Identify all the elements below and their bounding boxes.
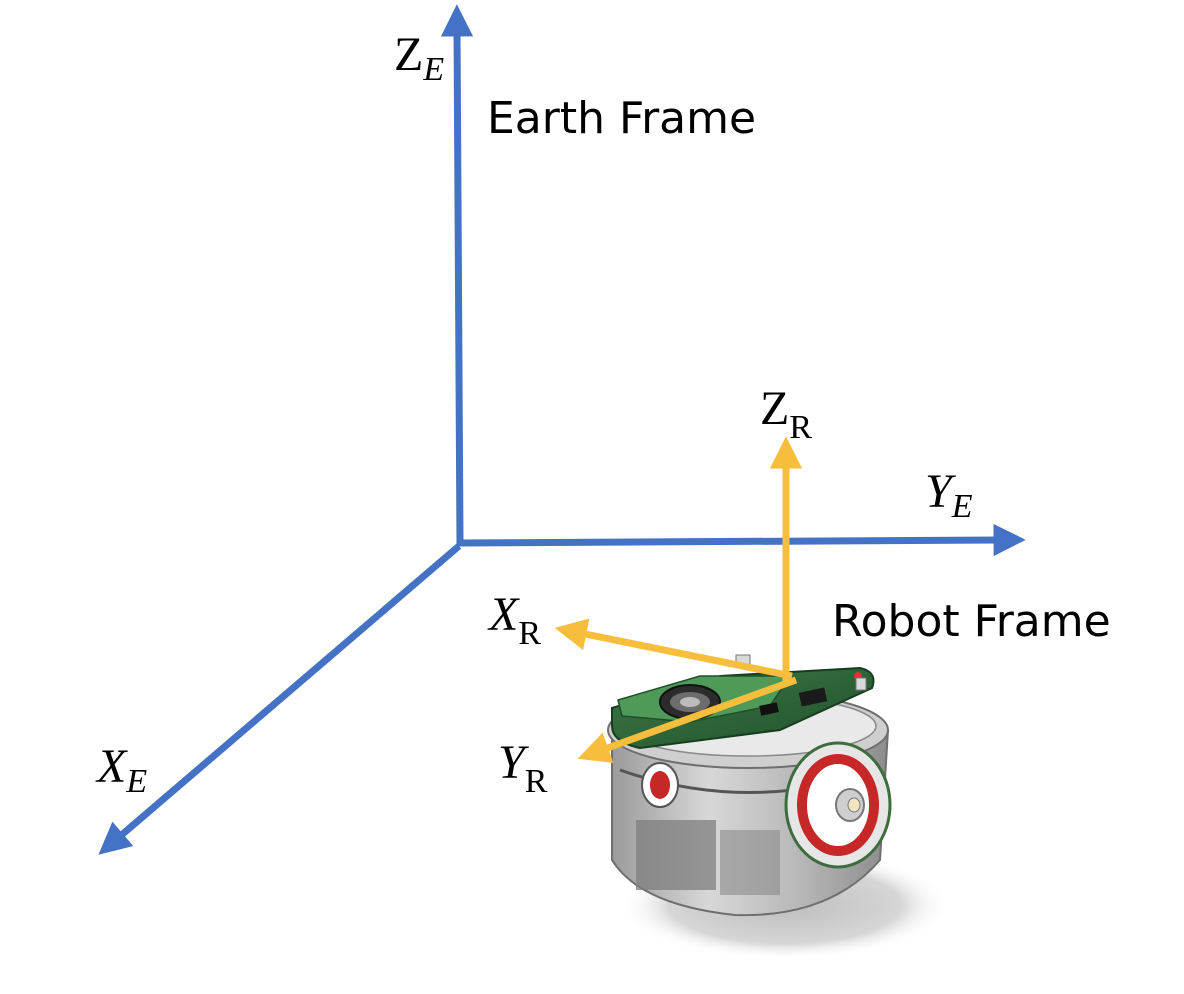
earth-frame-axes [98, 4, 1026, 855]
robot-z-label: ZR [760, 382, 812, 446]
earth-y-axis [456, 523, 1026, 557]
robot-y-axis [577, 676, 798, 763]
robot-x-label: XR [487, 588, 541, 652]
robot-frame-title: Robot Frame [832, 596, 1111, 647]
earth-z-axis [440, 4, 474, 546]
earth-z-label: ZE [394, 28, 444, 88]
earth-x-axis [98, 543, 462, 855]
earth-x-label: XE [95, 740, 147, 800]
robot-frame-axes [554, 436, 803, 763]
e-puck-robot-icon [607, 654, 950, 960]
robot-x-axis [554, 618, 793, 680]
earth-frame-title: Earth Frame [487, 93, 756, 144]
robot-y-label: YR [498, 736, 548, 800]
earth-y-label: YE [925, 465, 973, 525]
